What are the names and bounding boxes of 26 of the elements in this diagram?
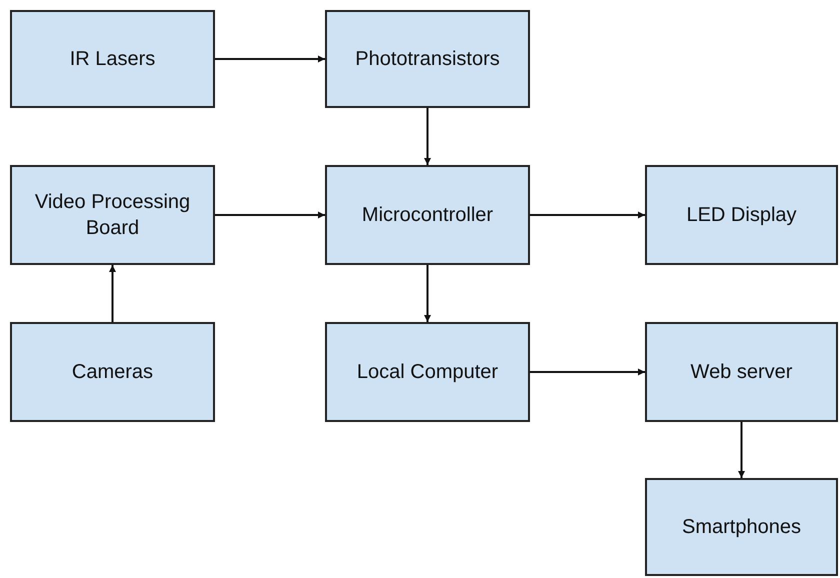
process-box xyxy=(645,478,838,576)
process-box xyxy=(645,165,838,265)
arrow xyxy=(215,56,325,62)
process-box xyxy=(10,322,215,422)
arrow xyxy=(215,212,325,218)
process-box xyxy=(325,322,530,422)
box-label: Microcontroller xyxy=(360,203,494,228)
box-label: Local Computer xyxy=(356,360,500,385)
box-label: Smartphones xyxy=(681,515,802,540)
box-label: IR Lasers xyxy=(68,47,156,72)
arrow xyxy=(530,212,645,218)
process-box xyxy=(10,165,215,265)
box-label: LED Display xyxy=(685,203,798,228)
box-label: Web server xyxy=(690,360,794,385)
box-label: Video Processing Board xyxy=(34,190,192,241)
arrow xyxy=(424,265,431,322)
arrow xyxy=(109,265,116,322)
arrow xyxy=(738,422,745,478)
process-box xyxy=(325,165,530,265)
process-box xyxy=(10,10,215,108)
arrow xyxy=(530,368,645,376)
box-label: Phototransistors xyxy=(354,47,501,72)
arrow xyxy=(424,108,431,165)
process-box xyxy=(645,322,838,422)
process-box xyxy=(325,10,530,108)
box-label: Cameras xyxy=(70,360,154,385)
